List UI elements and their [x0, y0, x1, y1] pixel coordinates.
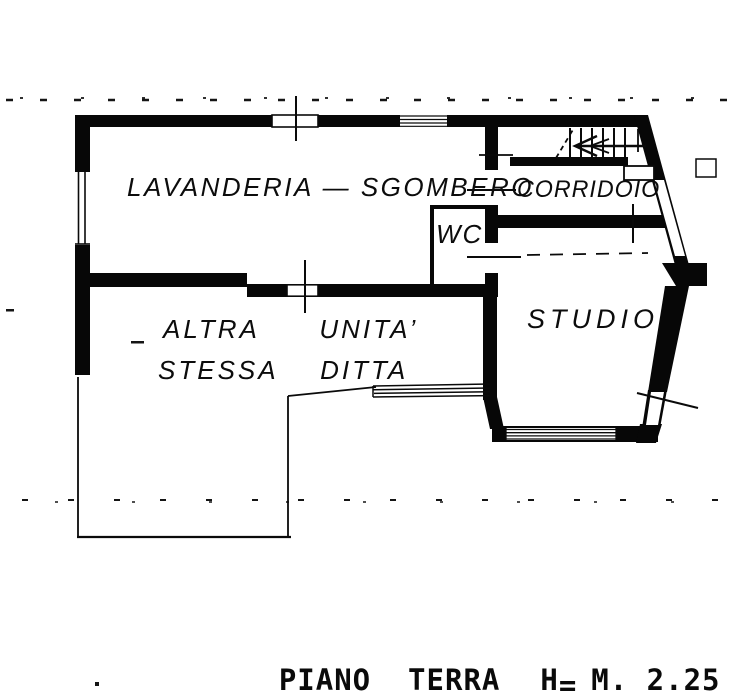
wall-vertical-c	[485, 273, 498, 297]
wall-right-protrusion	[662, 263, 707, 286]
stair-break-line	[555, 127, 575, 159]
threshold-sill	[372, 383, 491, 398]
wall-interior-left	[75, 273, 247, 287]
room-label-wc: WC	[436, 219, 484, 249]
wall-top	[75, 115, 648, 127]
height-value: M. 2.25	[591, 663, 721, 695]
axis-door-wc-dashes	[526, 252, 649, 256]
wall-studio-left-slant	[483, 397, 504, 429]
wall-right-bottom-corner	[636, 424, 662, 443]
wall-corridor-bottom	[498, 215, 670, 228]
scan-artifacts	[6, 97, 748, 686]
window-right-slant-lower	[646, 392, 664, 425]
floor-caption-title: PIANO TERRA	[278, 663, 501, 695]
room-label-corridoio: CORRIDOIO	[517, 176, 661, 203]
wall-wc-top	[430, 205, 487, 209]
centerlines	[295, 96, 699, 409]
room-label-stessa-ditta: STESSA DITTA	[158, 355, 409, 385]
wall-right-slant-lower	[648, 286, 689, 392]
wall-wc-left	[430, 205, 434, 291]
floor-caption: PIANO TERRA H= M. 2.25	[205, 629, 721, 695]
room-label-altra-unita: ALTRA UNITA’	[163, 314, 419, 344]
exterior-ledge	[695, 158, 717, 178]
courtyard-outline	[77, 377, 491, 539]
height-equals: =	[558, 668, 578, 695]
window-left	[75, 170, 90, 245]
wall-interior-right	[247, 284, 498, 297]
axis-slant-window	[636, 392, 699, 409]
window-top-2	[400, 115, 447, 127]
staircase	[555, 127, 717, 181]
wall-left-upper	[75, 115, 90, 172]
room-label-lavanderia-sgombero: LAVANDERIA — SGOMBERO	[127, 172, 534, 202]
stair-direction-arrow-icon	[572, 134, 646, 158]
stair-landing-step	[623, 165, 655, 181]
windows	[75, 114, 685, 440]
room-label-studio: STUDIO	[527, 304, 660, 334]
stair-treads	[569, 128, 626, 157]
wall-vertical-b	[485, 205, 498, 243]
wall-under-stairs	[510, 157, 628, 166]
window-interior	[286, 283, 319, 297]
window-right-slant-upper	[654, 180, 685, 256]
wall-vertical-a	[485, 127, 498, 170]
window-studio-bottom	[505, 428, 617, 440]
wall-studio-left	[483, 297, 497, 400]
height-symbol: H	[540, 663, 559, 695]
wall-left-lower	[75, 245, 90, 375]
